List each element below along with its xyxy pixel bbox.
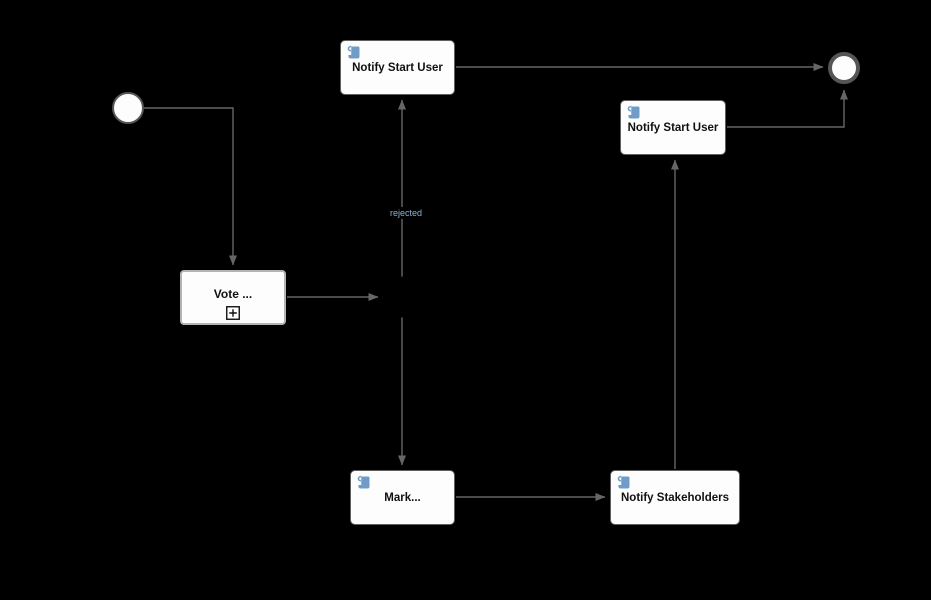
- sequence-flow-label-rejected[interactable]: rejected: [388, 207, 425, 219]
- task-notify-start-user-right[interactable]: Notify Start User: [620, 100, 726, 155]
- sequence-flow-notify-right-to-end[interactable]: [727, 89, 848, 128]
- subprocess-label: Vote ...: [213, 286, 253, 301]
- subprocess-vote[interactable]: Vote ...: [180, 270, 286, 325]
- task-label: Notify Start User: [627, 121, 719, 134]
- exclusive-gateway[interactable]: [381, 276, 423, 318]
- task-label: Mark...: [384, 491, 421, 504]
- script-icon: [356, 475, 371, 490]
- script-icon: [616, 475, 631, 490]
- end-event[interactable]: [828, 52, 860, 84]
- task-notify-stakeholders[interactable]: Notify Stakeholders: [610, 470, 740, 525]
- task-label: Notify Stakeholders: [621, 491, 729, 504]
- script-icon: [626, 105, 641, 120]
- task-label: Notify Start User: [352, 61, 443, 74]
- start-event[interactable]: [112, 92, 144, 124]
- task-notify-start-user-top[interactable]: Notify Start User: [340, 40, 455, 95]
- script-icon: [346, 45, 361, 60]
- plus-expand-marker-icon[interactable]: [226, 306, 240, 320]
- sequence-flow-start-to-vote[interactable]: [144, 107, 237, 266]
- task-mark[interactable]: Mark...: [350, 470, 455, 525]
